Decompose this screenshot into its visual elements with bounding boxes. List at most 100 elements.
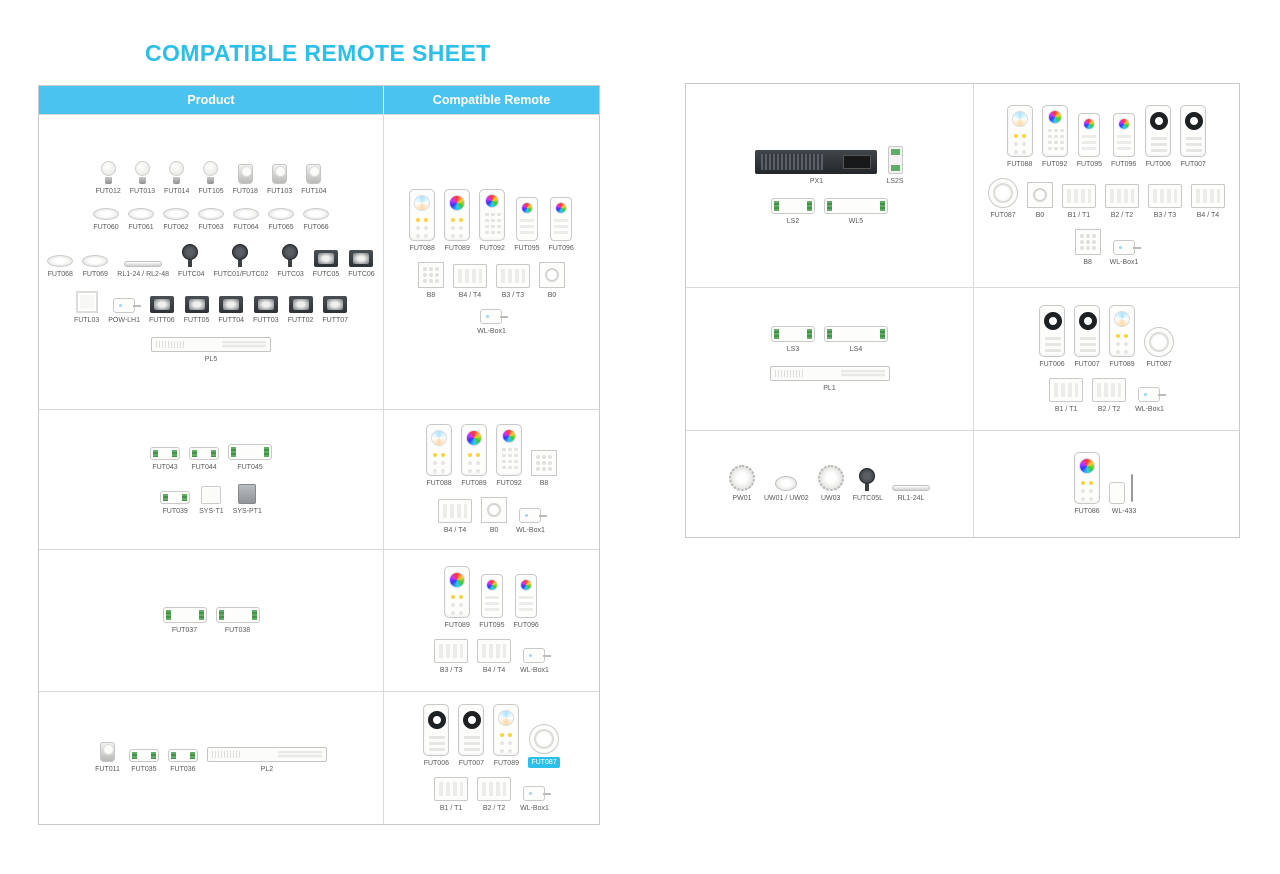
item-label: FUT069 <box>82 270 108 278</box>
wallpanel-icon <box>496 263 530 288</box>
item-label: FUT087 <box>1146 360 1172 368</box>
remote-item: B4 / T4 <box>477 639 512 675</box>
item-label: FUT088 <box>409 244 435 252</box>
wallpanel-knob-icon <box>539 261 565 288</box>
product-item: PL2 <box>206 747 327 774</box>
item-label: B8 <box>1083 258 1092 266</box>
item-label: FUT089 <box>461 480 487 487</box>
remote-item: B4 / T4 <box>453 263 487 300</box>
wallpanel-knob-icon <box>1027 181 1053 208</box>
remote-line: FUT086 WL-433 <box>1074 452 1139 516</box>
product-item: FUT061 <box>128 207 154 232</box>
remote-item: B1 / T1 <box>1062 183 1096 220</box>
wallpanel-icon <box>434 639 469 663</box>
remote-dim-icon <box>1180 104 1207 157</box>
product-item: FUT105 <box>198 160 224 196</box>
remote-color-icon <box>461 424 487 476</box>
downlight-icon <box>303 207 329 220</box>
spotbulb-icon <box>272 163 288 184</box>
remote-grid-icon <box>479 188 506 241</box>
remote-keypad-icon <box>515 196 538 241</box>
remote-cct-icon <box>493 703 520 756</box>
remote-item: FUT092 <box>1041 104 1068 169</box>
item-label: FUT014 <box>164 187 190 195</box>
product-item: FUT043 <box>150 446 180 472</box>
remote-item: FUT092 <box>496 424 522 488</box>
product-item: POW-LH1 <box>108 297 142 325</box>
remote-item: B4 / T4 <box>438 499 473 535</box>
product-item: FUTT04 <box>218 295 244 325</box>
item-label: FUT086 <box>1074 508 1100 515</box>
wallpanel-knob-icon <box>481 497 508 523</box>
product-item: FUT018 <box>233 163 258 196</box>
item-label: B8 <box>426 291 436 299</box>
item-label: FUT006 <box>1039 360 1065 368</box>
column-header-product: Product <box>39 86 384 114</box>
item-label: FUT045 <box>237 463 263 471</box>
spotbulb-icon <box>100 742 115 762</box>
remote-item: B3 / T3 <box>434 639 469 675</box>
product-item: PL1 <box>769 365 890 393</box>
remote-item: WL-433 <box>1109 474 1139 516</box>
item-label: POW-LH1 <box>108 316 141 324</box>
item-label: LS2 <box>786 217 800 225</box>
remote-keypad-icon <box>1078 112 1101 157</box>
spotstand-icon <box>181 243 201 267</box>
remote-keypad-icon <box>550 196 573 241</box>
item-label: FUTC05 <box>312 270 340 278</box>
item-label: FUT006 <box>423 759 449 767</box>
item-label: FUT092 <box>479 244 505 252</box>
product-item: FUT065 <box>268 207 294 232</box>
remote-item: B0 <box>539 261 565 300</box>
item-label: FUT096 <box>1111 160 1137 168</box>
item-label: PL2 <box>260 766 274 773</box>
remote-cct-icon <box>1109 304 1135 357</box>
remote-dim-icon <box>423 703 450 756</box>
remote-item: WL-Box1 <box>1135 386 1167 414</box>
product-item: FUT012 <box>95 160 121 196</box>
product-item: FUT062 <box>163 207 189 232</box>
item-label: FUT044 <box>191 463 217 471</box>
item-label: FUT087 <box>528 756 560 768</box>
remote-item: B3 / T3 <box>1148 183 1182 220</box>
table-header: Product Compatible Remote <box>39 86 599 114</box>
remote-item: FUT089 <box>493 703 520 768</box>
wallpanel-icon <box>1191 183 1225 208</box>
item-label: FUTT07 <box>322 316 349 324</box>
item-label: FUT092 <box>1042 160 1068 168</box>
remote-item: B1 / T1 <box>1049 377 1084 414</box>
product-item: FUT103 <box>267 163 292 196</box>
box-gray-icon <box>238 483 257 504</box>
spotbulb-icon <box>237 163 253 184</box>
item-label: B1 / T1 <box>1054 405 1078 413</box>
flood-icon <box>253 295 278 313</box>
remote-cct-icon <box>426 424 452 476</box>
item-label: FUTC05L <box>852 495 884 502</box>
remote-item: FUT007 <box>458 703 485 768</box>
item-label: PW01 <box>732 495 752 502</box>
product-item: FUT011 <box>95 742 120 774</box>
product-item: LS4 <box>824 325 888 354</box>
flood-icon <box>184 295 209 313</box>
wallpanel-icon <box>438 499 473 523</box>
item-label: FUT039 <box>162 507 188 515</box>
product-item: FUTC04 <box>178 243 205 279</box>
spotstand-icon <box>858 468 878 491</box>
item-label: FUT095 <box>479 622 505 629</box>
product-item: FUT038 <box>215 606 260 635</box>
item-label: FUTC06 <box>348 270 375 278</box>
